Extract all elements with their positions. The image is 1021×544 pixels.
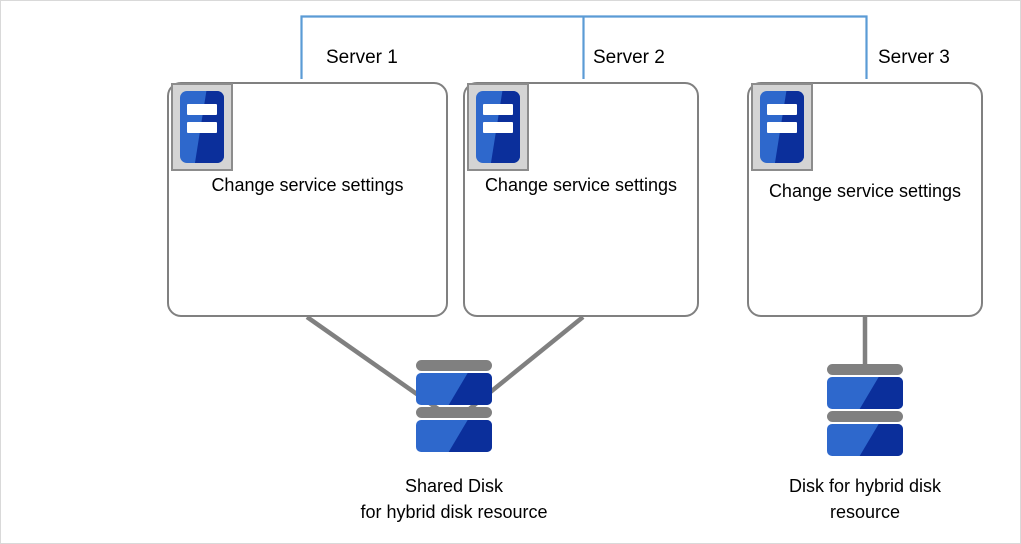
server-chip-graphic [760, 91, 804, 163]
server-label-2: Server 2 [593, 47, 665, 68]
chip-bar-top [483, 104, 513, 115]
local-disk-caption: Disk for hybrid disk resource [788, 476, 942, 522]
disk-body-2 [416, 420, 492, 452]
server-icon [467, 83, 529, 171]
shared-disk-caption: Shared Disk for hybrid disk resource [360, 476, 548, 522]
disk-shade [859, 377, 903, 409]
chip-bar-bottom [187, 122, 217, 133]
disk-bar-1 [827, 364, 903, 375]
server-chip-graphic [180, 91, 224, 163]
server-box-3-text: Change service settings [768, 181, 962, 201]
disk-bar-2 [827, 411, 903, 422]
disk-body-1 [416, 373, 492, 405]
chip-bar-top [187, 104, 217, 115]
server-box-2[interactable]: Change service settings [463, 82, 699, 317]
local-disk-icon [827, 364, 903, 456]
disk-body-2 [827, 424, 903, 456]
disk-bar-2 [416, 407, 492, 418]
server-label-1: Server 1 [326, 47, 398, 68]
server-chip-graphic [476, 91, 520, 163]
server-label-3: Server 3 [878, 47, 950, 68]
shared-disk-icon [416, 360, 492, 452]
server-icon [171, 83, 233, 171]
server-box-1-text: Change service settings [211, 175, 404, 195]
chip-bar-bottom [483, 122, 513, 133]
disk-bar-1 [416, 360, 492, 371]
server-box-2-text: Change service settings [484, 175, 678, 195]
disk-body-1 [827, 377, 903, 409]
chip-bar-bottom [767, 122, 797, 133]
disk-shade [859, 424, 903, 456]
server-icon [751, 83, 813, 171]
disk-shade [448, 373, 492, 405]
chip-bar-top [767, 104, 797, 115]
disk-shade [448, 420, 492, 452]
